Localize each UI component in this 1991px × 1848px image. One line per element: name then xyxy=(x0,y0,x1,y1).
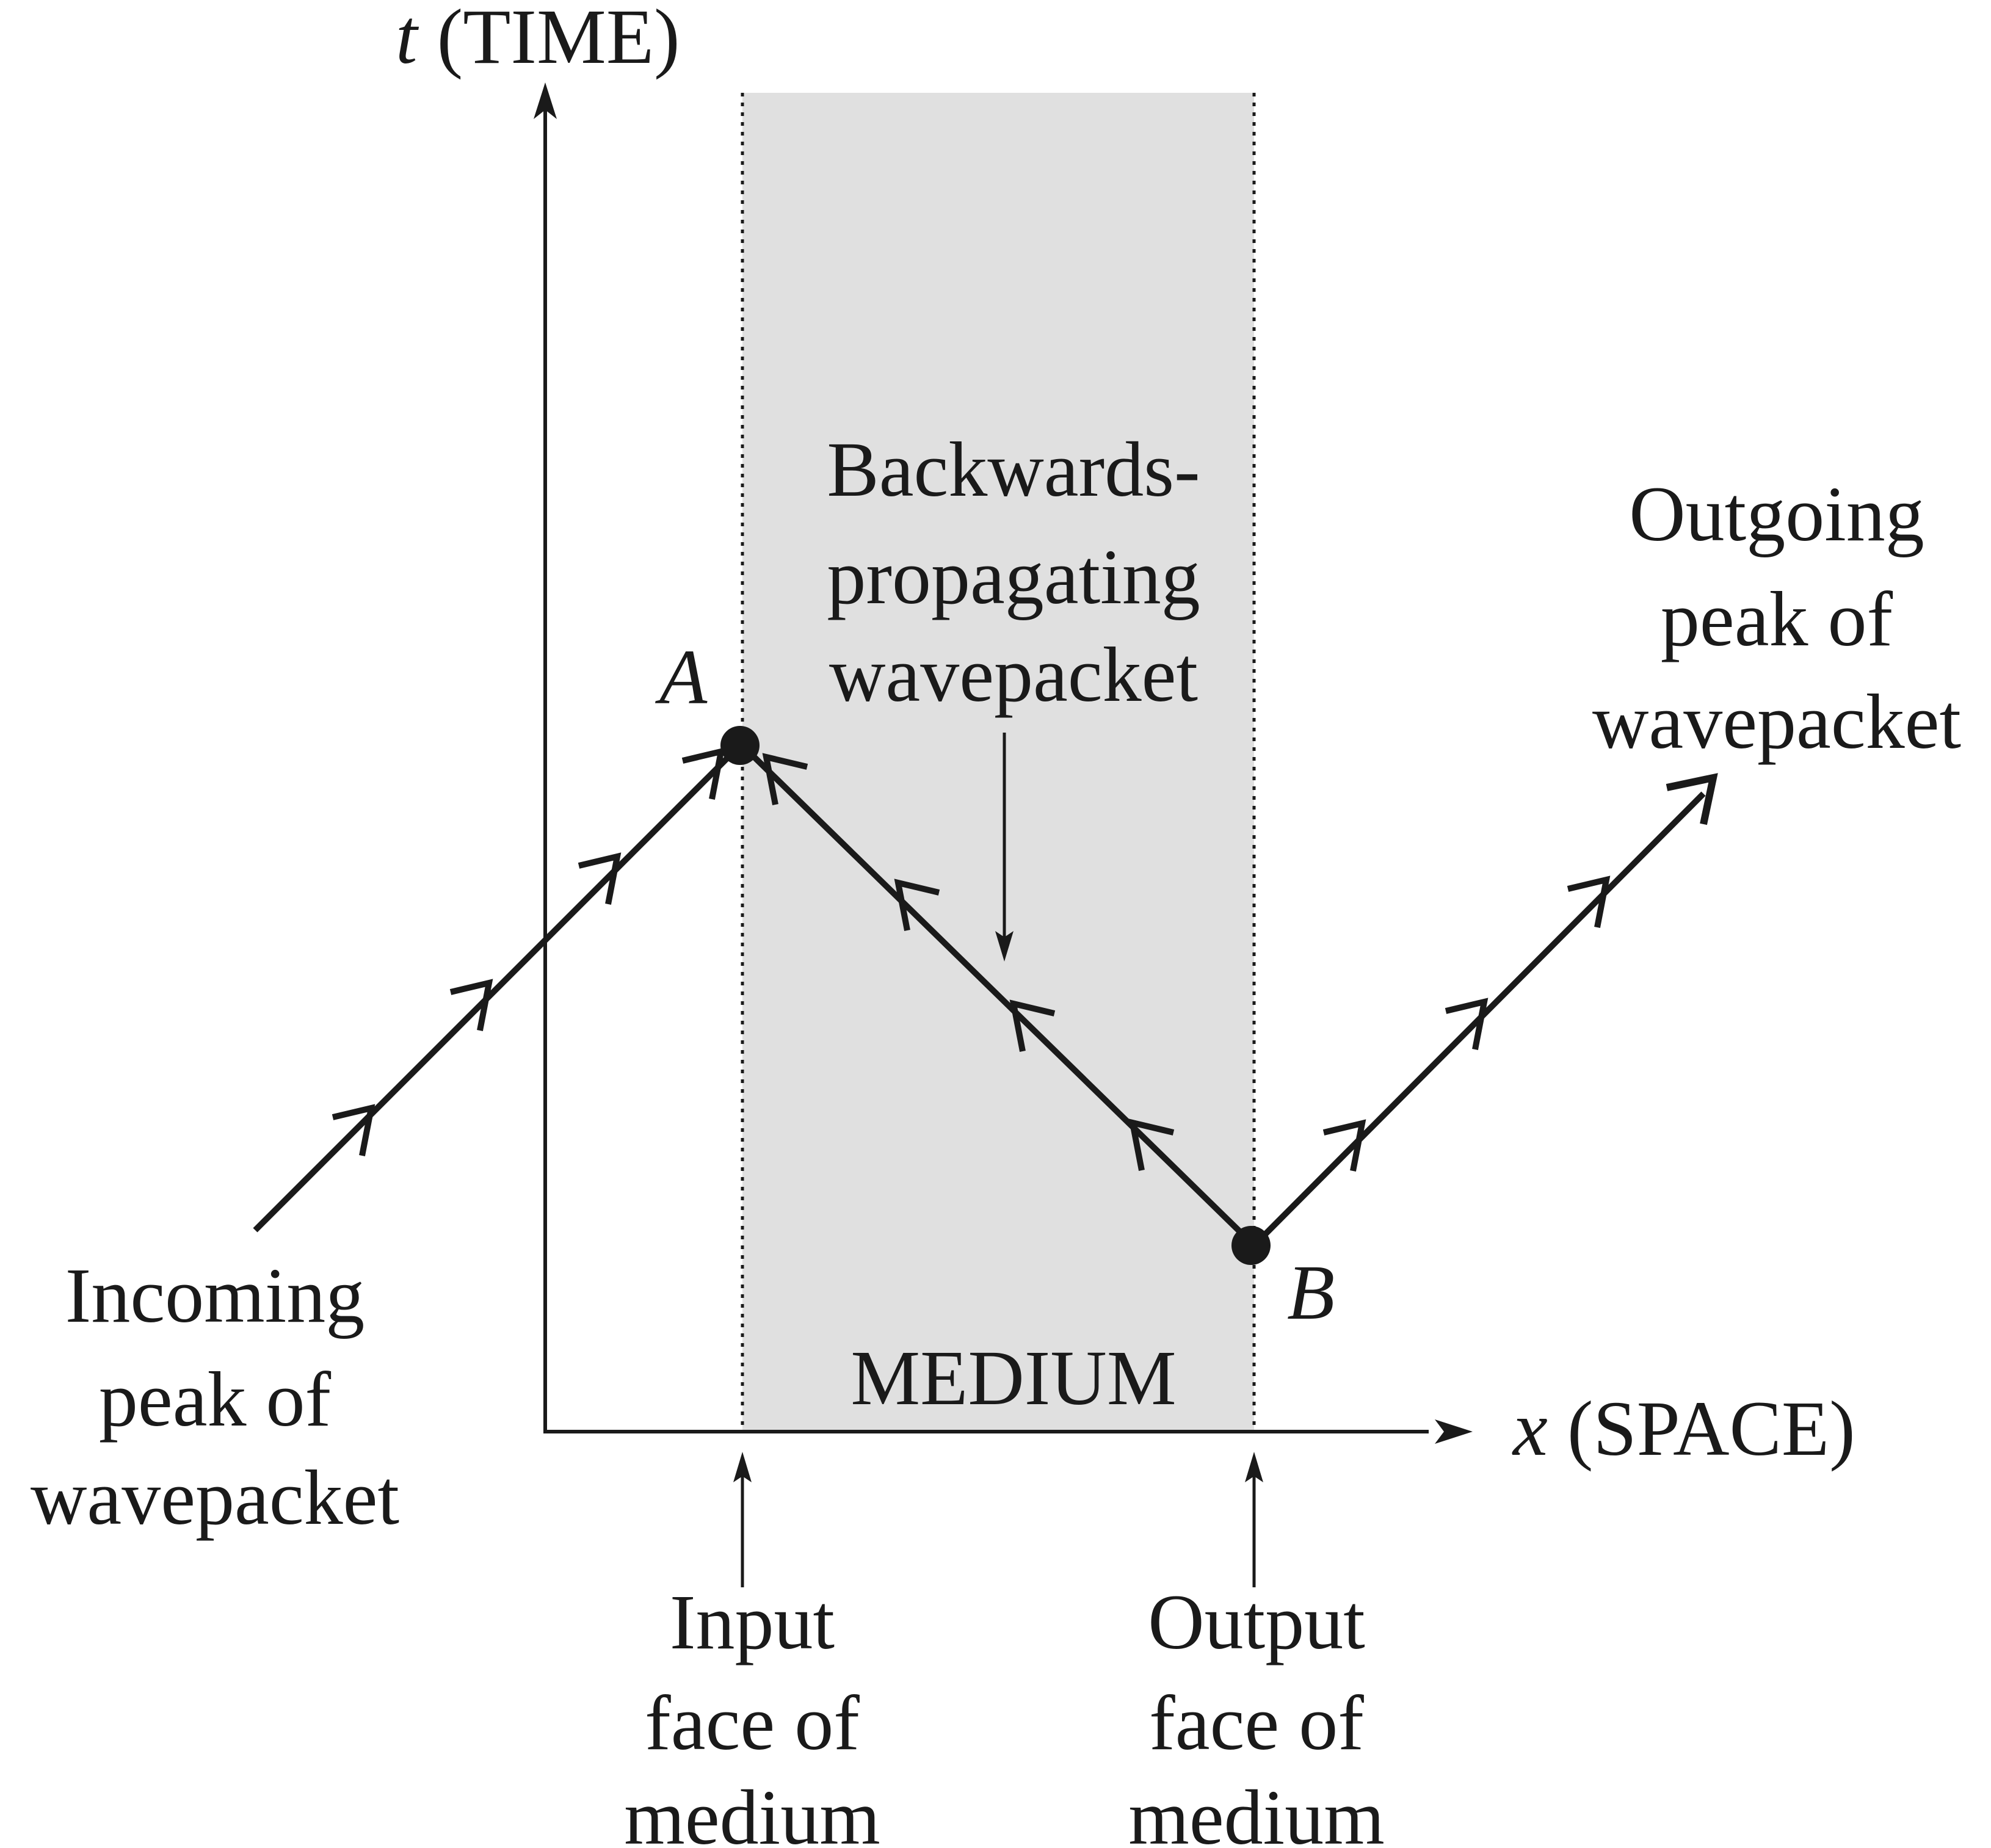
x-axis xyxy=(543,1419,1473,1444)
point-b-label: B xyxy=(1287,1249,1335,1336)
backwards-worldline xyxy=(745,748,1257,1248)
chevron-icon xyxy=(1445,998,1489,1050)
chevron-icon xyxy=(578,852,622,905)
x-axis-label: x (SPACE) xyxy=(1512,1385,1855,1472)
chevron-icon xyxy=(1128,1118,1175,1171)
backwards-label-line-1: Backwards- xyxy=(827,426,1200,513)
chevron-icon xyxy=(449,979,493,1031)
chevron-icon xyxy=(332,1104,375,1156)
input-face-label-line-2: face of xyxy=(645,1680,860,1766)
chevron-icon xyxy=(681,747,725,800)
medium-region xyxy=(742,93,1254,1432)
incoming-label-line-2: peak of xyxy=(99,1356,332,1443)
point-a-label: A xyxy=(655,634,708,720)
input-face-pointer-arrow xyxy=(733,1452,752,1587)
incoming-label-line-1: Incoming xyxy=(65,1252,365,1339)
input-face-label-line-3: medium xyxy=(624,1774,880,1848)
t-axis xyxy=(534,82,557,1432)
incoming-worldline xyxy=(253,750,735,1233)
chevron-icon xyxy=(1009,999,1056,1052)
chevron-icon xyxy=(1322,1119,1366,1172)
output-face-label-line-1: Output xyxy=(1148,1579,1365,1665)
point-b-dot xyxy=(1231,1226,1271,1265)
medium-label: MEDIUM xyxy=(850,1335,1176,1421)
chevron-icon xyxy=(1567,875,1611,928)
output-face-label-line-2: face of xyxy=(1149,1680,1364,1766)
point-a-dot xyxy=(720,726,760,765)
backwards-label-line-2: propagating xyxy=(827,534,1200,620)
chevron-icon xyxy=(894,879,940,931)
output-face-pointer-arrow xyxy=(1245,1452,1263,1587)
backwards-pointer-arrow xyxy=(995,733,1014,962)
outgoing-label-line-1: Outgoing xyxy=(1629,471,1924,557)
outgoing-label-line-2: peak of xyxy=(1661,576,1893,662)
backwards-label-line-3: wavepacket xyxy=(829,631,1198,718)
t-axis-label: t (TIME) xyxy=(396,0,680,80)
output-face-label-line-3: medium xyxy=(1128,1774,1385,1848)
outgoing-label-line-3: wavepacket xyxy=(1592,678,1961,765)
chevron-icon xyxy=(1666,773,1718,825)
chevron-icon xyxy=(762,753,808,805)
incoming-label-line-3: wavepacket xyxy=(31,1454,399,1541)
input-face-label-line-1: Input xyxy=(670,1579,835,1665)
